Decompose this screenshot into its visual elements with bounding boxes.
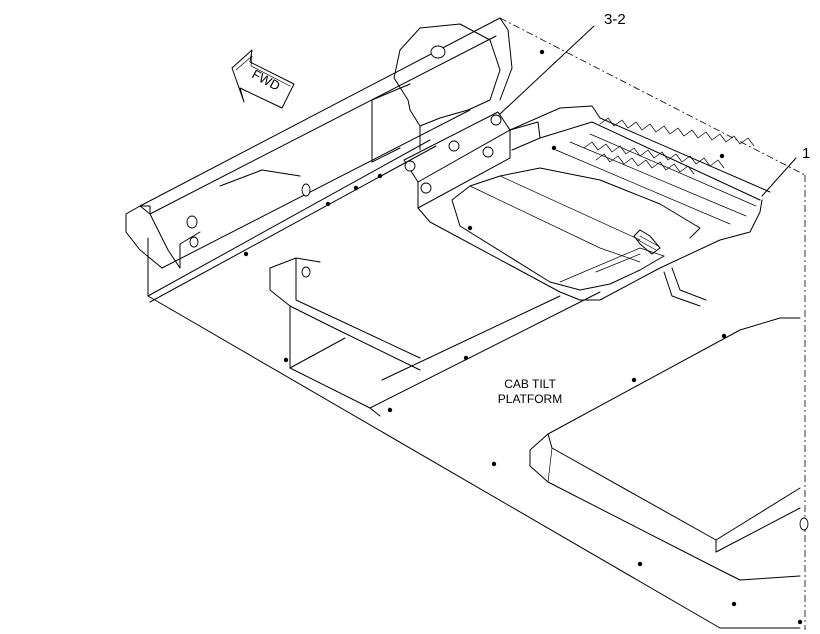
step-tray-assembly <box>417 105 771 307</box>
callout-1-label: 1 <box>802 145 810 162</box>
leader-3-2 <box>499 25 595 115</box>
callout-leaders <box>499 25 797 197</box>
platform-features <box>243 49 809 625</box>
platform-outline <box>139 17 806 630</box>
fwd-arrow-icon: FWD <box>231 49 295 109</box>
top-bracket <box>371 17 513 163</box>
mounting-plate <box>403 111 541 209</box>
platform-label-line1: CAB TILT <box>504 377 556 391</box>
fwd-label: FWD <box>250 66 283 93</box>
leader-1 <box>761 157 797 197</box>
callout-3-2-label: 3-2 <box>604 11 626 28</box>
left-bracket <box>125 169 311 269</box>
platform-label-line2: PLATFORM <box>498 392 562 406</box>
